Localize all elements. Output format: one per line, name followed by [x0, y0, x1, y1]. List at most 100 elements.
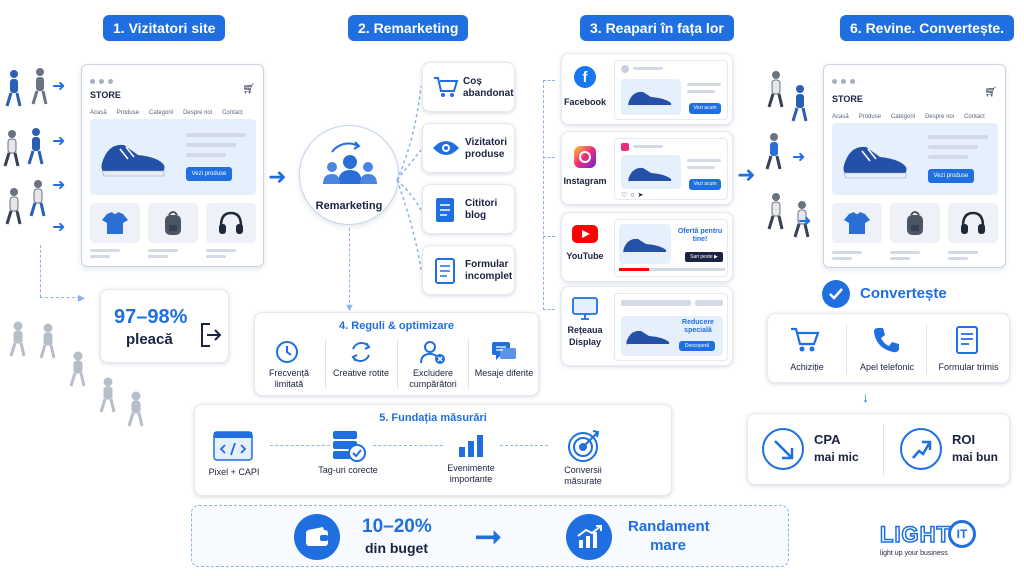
channel-card-facebook[interactable]: f Facebook Vezi acum [561, 53, 733, 125]
sneaker-icon [101, 144, 165, 177]
server-check-icon [333, 431, 366, 462]
store-nav: Acasă Produse Categorii Despre noi Contact [832, 105, 995, 123]
rule-label: Mesaje diferite [474, 368, 534, 378]
arrow-right-icon: ➜ [792, 149, 806, 166]
headphones-icon[interactable] [948, 203, 998, 243]
logo-wordmark: LIGHT [879, 521, 951, 548]
bounce-label: pleacă [126, 331, 173, 348]
result-title: ROI [952, 432, 976, 447]
phone-icon [874, 328, 899, 353]
cart-icon [434, 77, 459, 97]
walking-person-icon [3, 68, 48, 225]
rules-title: 4. Reguli & optimizare [339, 320, 454, 332]
ad-offer-text: Ofertă pentru tine! [677, 228, 723, 244]
growth-chart-icon [566, 514, 612, 560]
arrow-right-icon: ➜ [52, 177, 66, 194]
nav-link[interactable]: Categorii [891, 114, 916, 120]
rotate-icon [351, 342, 371, 362]
target-icon [568, 430, 600, 462]
check-circle-icon [822, 280, 850, 308]
channel-card-youtube[interactable]: YouTube Ofertă pentru tine! Sari peste ▶ [561, 212, 733, 282]
hero-banner: Vezi produse [90, 119, 256, 195]
code-window-icon [213, 431, 253, 461]
channel-name: Instagram [563, 176, 607, 186]
backpack-icon[interactable] [148, 203, 198, 243]
audience-label: Coș abandonat [463, 76, 514, 99]
skip-ad-button[interactable]: Sari peste ▶ [685, 252, 723, 262]
visitors-group [3, 68, 48, 225]
sneaker-icon [623, 238, 667, 255]
window-dots [832, 71, 859, 89]
channel-card-instagram[interactable]: Instagram Vezi acum ♡○➤ [561, 131, 733, 205]
headphones-icon[interactable] [206, 203, 256, 243]
ad-cta-button[interactable]: Vezi acum [689, 103, 721, 114]
leaving-visitors-group [9, 321, 144, 427]
measurement-panel: 5. Fundația măsurări Pixel + CAPI Tag-ur… [194, 404, 672, 496]
step-1-title: 1. Vizitatori site [103, 15, 226, 41]
audience-label: Formular incomplet [465, 259, 513, 282]
ad-cta-button[interactable]: Vezi acum [689, 179, 721, 190]
nav-link[interactable]: Despre noi [925, 114, 955, 120]
backpack-icon[interactable] [890, 203, 940, 243]
logo-tagline: light up your business [880, 550, 948, 557]
ad-preview: Vezi acum ♡○➤ [614, 138, 728, 200]
nav-link[interactable]: Contact [222, 110, 243, 116]
arrow-down-icon: ↓ [862, 389, 869, 405]
trend-down-icon [762, 428, 804, 470]
bounce-percent: 97–98% [114, 306, 188, 328]
youtube-icon [572, 225, 598, 243]
audience-card-product-viewers[interactable]: Vizitatori produse [422, 123, 515, 173]
conversion-label: Achiziție [790, 362, 824, 372]
channel-card-display[interactable]: Rețeaua Display Reducere specială Descop… [561, 286, 733, 366]
messages-icon [492, 342, 516, 360]
arrow-right-icon: ➜ [798, 213, 812, 230]
rule-label: Creative rotite [332, 368, 390, 378]
arrow-right-icon: ➜ [52, 78, 66, 95]
sneaker-icon [628, 167, 672, 184]
wallet-icon [294, 514, 340, 560]
view-products-button[interactable]: Vezi produse [928, 169, 974, 183]
audience-card-incomplete-form[interactable]: Formular incomplet [422, 245, 515, 295]
audience-group-icon [323, 141, 377, 184]
nav-link[interactable]: Produse [116, 110, 140, 116]
result-sub: mai bun [952, 450, 999, 464]
arrow-right-icon: ➜ [52, 133, 66, 150]
form-icon [956, 326, 978, 354]
display-ad-preview: Reducere specială Descoperă [614, 293, 728, 361]
ad-offer-text: Reducere specială [682, 319, 714, 335]
nav-link[interactable]: Produse [858, 114, 882, 120]
audience-card-cart[interactable]: Coș abandonat [422, 62, 515, 112]
channel-name: YouTube [566, 251, 604, 261]
eye-icon [433, 141, 459, 155]
form-icon [435, 258, 455, 284]
cart-icon [791, 327, 820, 352]
nav-link[interactable]: Acasă [90, 110, 107, 116]
arrow-right-icon: ▸ [78, 289, 86, 305]
view-products-button[interactable]: Vezi produse [186, 167, 232, 181]
measurement-label: Tag-uri corecte [318, 465, 378, 475]
bar-chart-icon [459, 435, 483, 457]
discover-button[interactable]: Descoperă [679, 341, 715, 351]
convert-title: Convertește [860, 285, 947, 302]
clock-icon [276, 341, 298, 363]
arrow-right-icon: ➜ [52, 219, 66, 236]
tshirt-icon[interactable] [90, 203, 140, 243]
arrow-right-icon: ➜ [268, 164, 287, 189]
instagram-icon [574, 146, 596, 168]
nav-link[interactable]: Contact [964, 114, 985, 120]
budget-percent: 10–20% [362, 516, 432, 537]
nav-link[interactable]: Despre noi [183, 110, 213, 116]
budget-label: din buget [365, 540, 428, 556]
cart-icon[interactable]: 🛒︎ [984, 87, 997, 98]
step-3-title: 3. Reapari în fața lor [580, 15, 734, 41]
nav-link[interactable]: Acasă [832, 114, 849, 120]
trend-up-icon [900, 428, 942, 470]
channel-name: Rețeaua Display [567, 325, 603, 347]
tshirt-icon[interactable] [832, 203, 882, 243]
step-2-title: 2. Remarketing [348, 15, 469, 41]
cart-icon[interactable]: 🛒︎ [242, 84, 255, 95]
video-ad-preview: Ofertă pentru tine! Sari peste ▶ [614, 219, 728, 277]
audience-card-blog-readers[interactable]: Cititori blog [422, 184, 515, 234]
nav-link[interactable]: Categorii [149, 110, 174, 116]
